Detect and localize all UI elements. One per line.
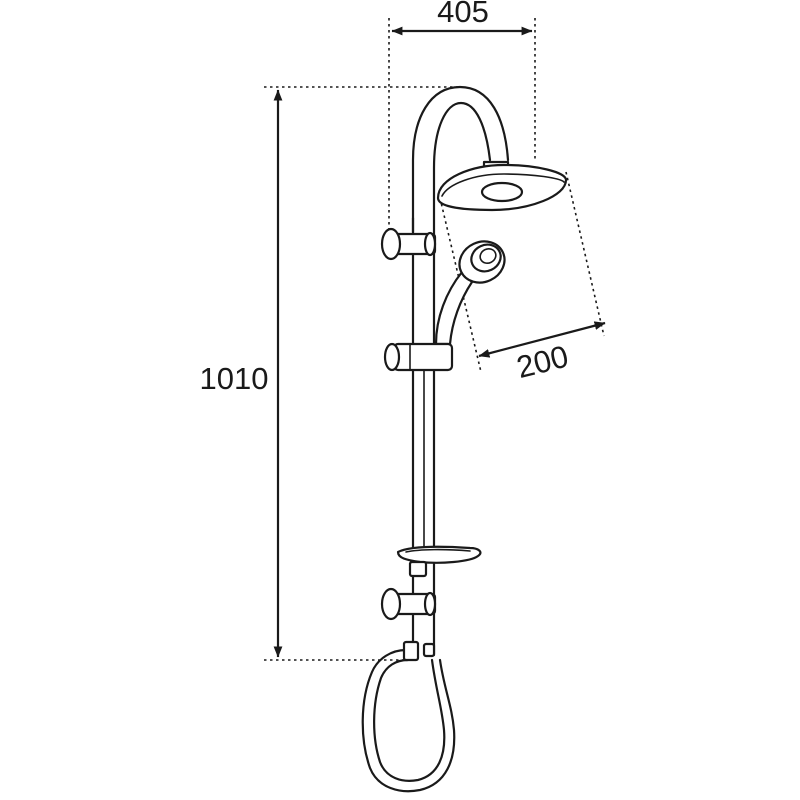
riser-rail [411,85,510,657]
gooseneck-outer [411,85,510,234]
hand-shower [434,240,506,346]
top-bracket-rosette [380,227,402,261]
dimension-arrows [273,26,606,658]
bottom-bracket-rosette [380,587,402,621]
hand-shower-handle [434,270,474,346]
slider-knob [383,342,401,372]
hand-shower-face [470,243,502,273]
head-diameter-dimension-arrow [478,321,606,358]
wall-bracket-bottom [380,587,437,621]
top-bracket-cap [423,231,437,257]
soap-dish-lip [405,548,471,553]
head-center-plate [480,181,524,203]
head-right-extension-line [565,171,605,337]
overhead-shower-head [436,160,568,212]
hose-outer [361,648,456,793]
wall-bracket-top [380,227,437,261]
height-dimension-label: 1010 [200,361,269,396]
slider-body [392,342,454,372]
slider-holder [383,342,454,372]
width-dimension-label: 405 [437,0,489,29]
shower-hose [361,648,456,793]
head-disc-rim [441,173,565,197]
hand-shower-nozzle [479,248,497,264]
soap-dish-clamp [408,560,428,578]
gooseneck-inner [432,101,492,254]
bottom-bracket-cap [423,591,437,617]
extension-lines [264,18,605,661]
bottom-outlet [402,640,436,662]
hose-inner [373,658,446,782]
outlet-nut [402,640,420,662]
soap-dish [396,545,482,578]
outlet-stub [422,642,436,658]
